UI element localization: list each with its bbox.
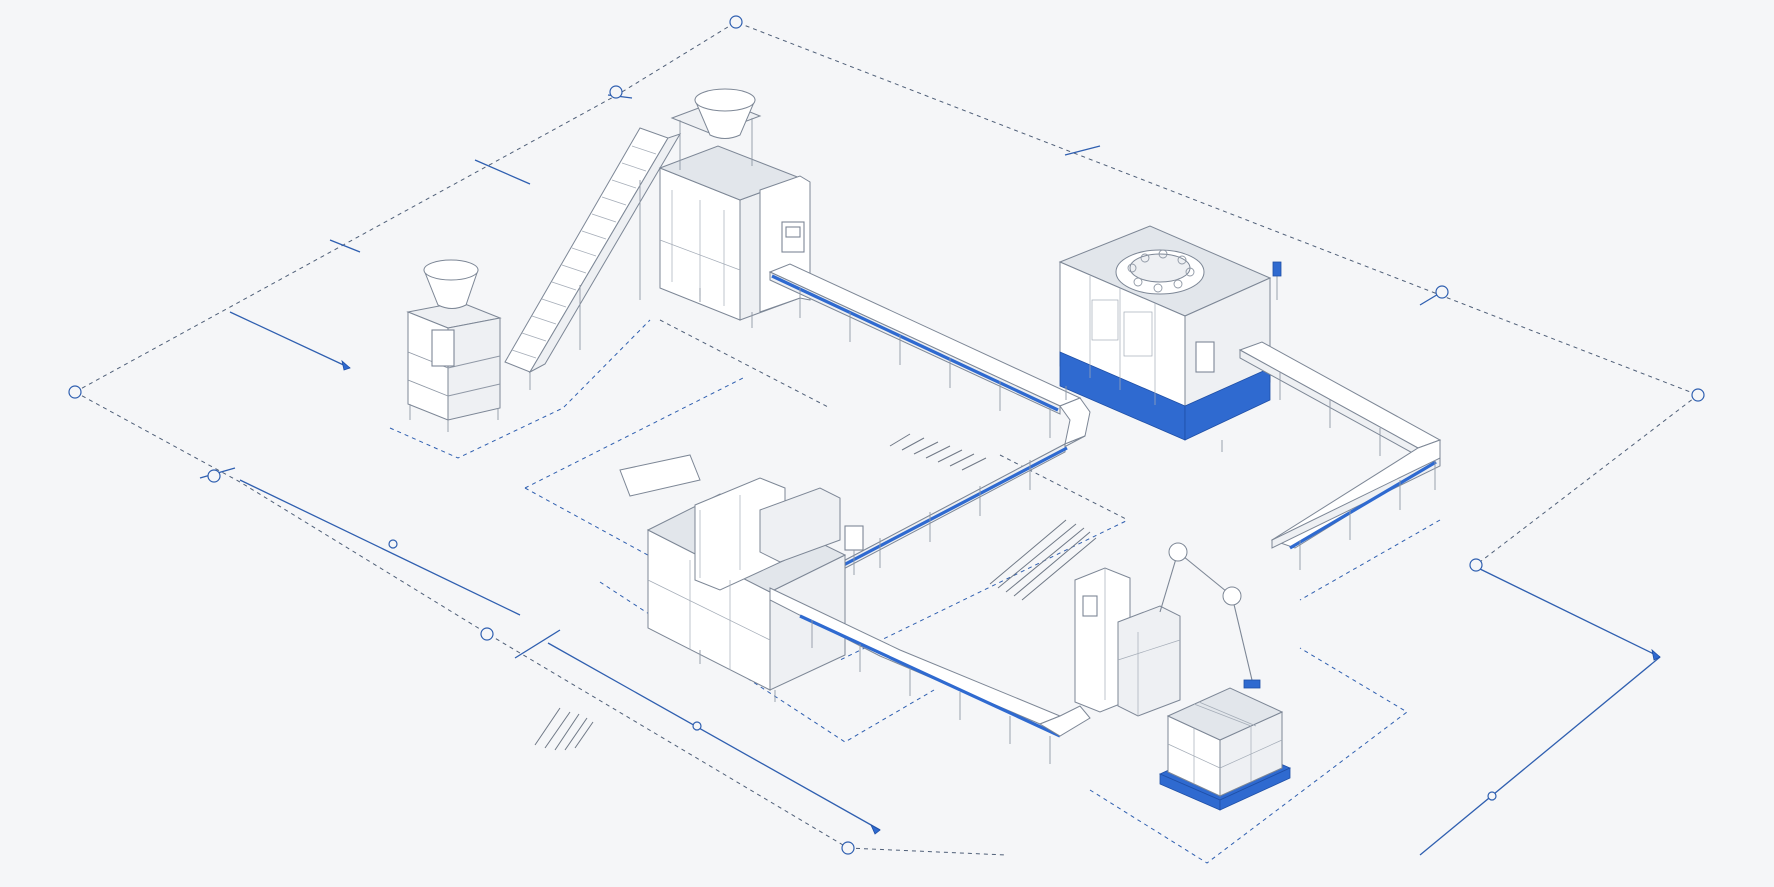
dimension-nodes	[68, 15, 1705, 855]
rotary-filling-capping-machine	[1058, 225, 1282, 452]
incline-bucket-conveyor	[504, 127, 682, 390]
feed-hopper-stand	[406, 259, 502, 432]
pallet-load	[1159, 687, 1291, 811]
conveyor-right	[1238, 341, 1442, 570]
vertical-form-fill-seal-machine	[658, 88, 811, 328]
conveyor-upper	[768, 263, 1091, 590]
robotic-palletizer	[1074, 542, 1261, 717]
outer-boundary	[74, 21, 1699, 856]
dimension-lines	[199, 94, 1661, 856]
cartoning-machine	[619, 454, 1091, 764]
floor-hatch-marks	[534, 433, 1097, 751]
